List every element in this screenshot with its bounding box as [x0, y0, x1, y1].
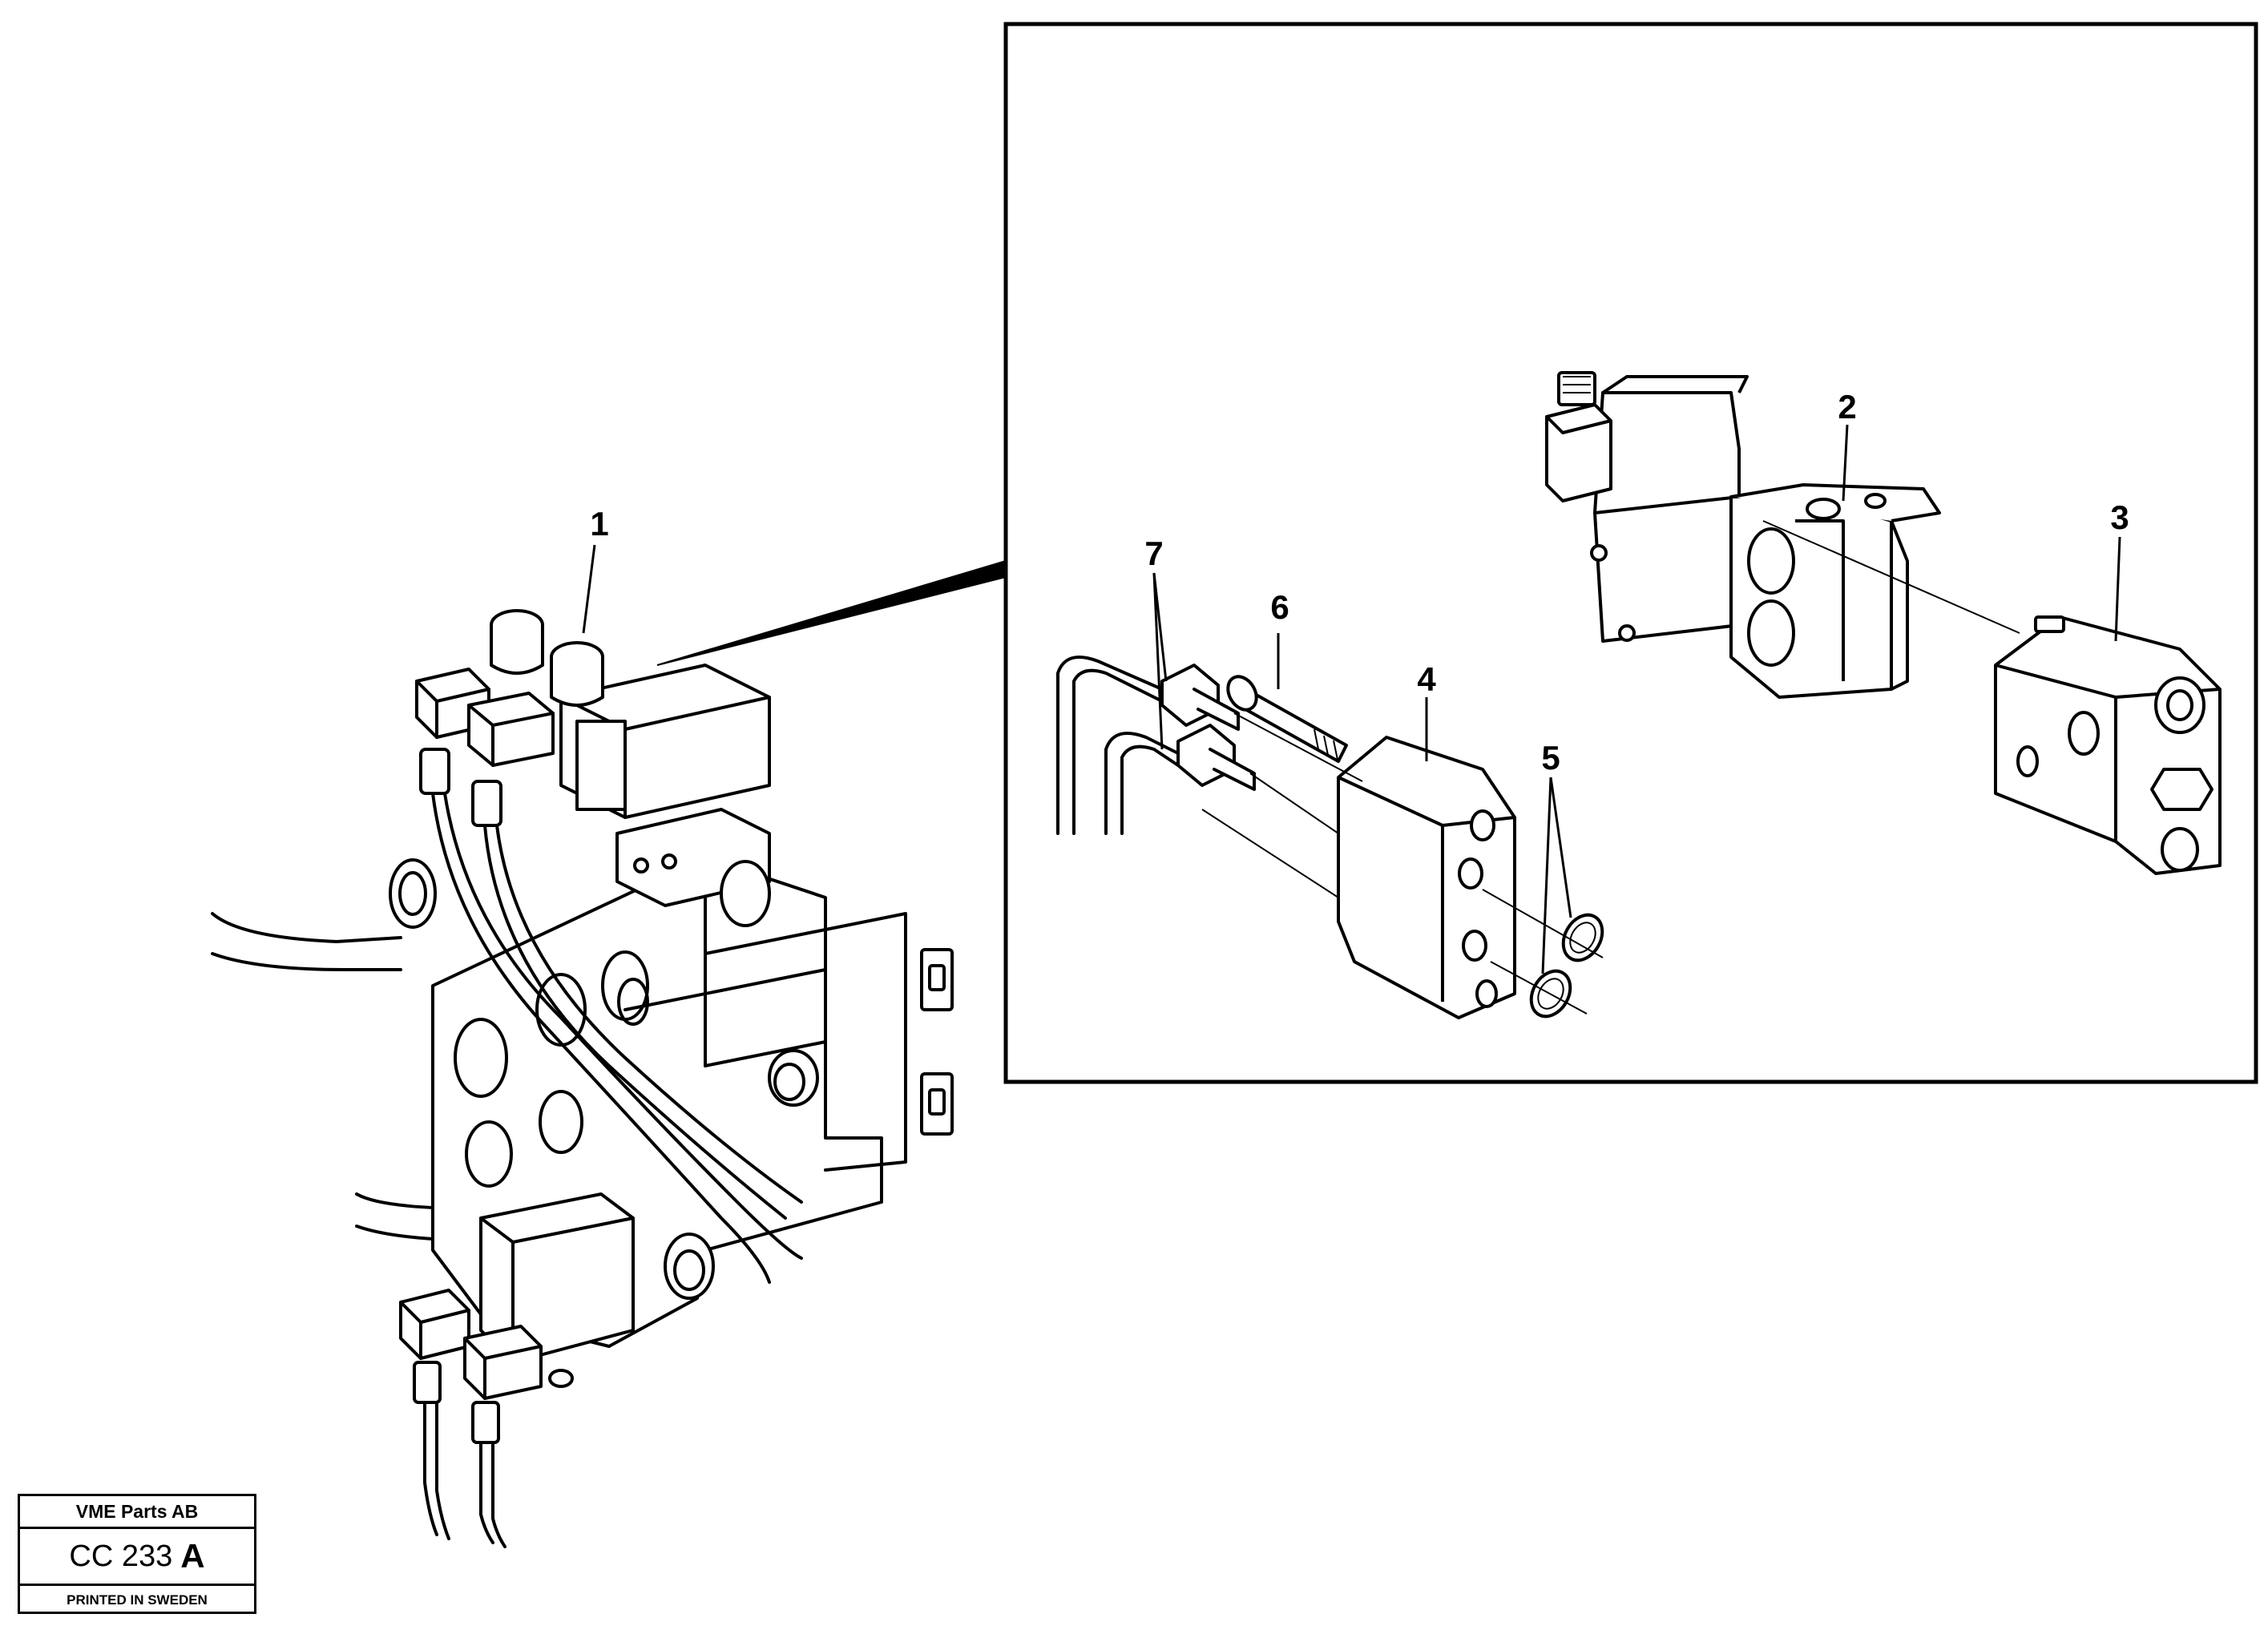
stamp-revision: A	[180, 1537, 205, 1575]
callout-6: 6	[1270, 588, 1289, 626]
assembly-lines	[1201, 520, 2020, 1015]
stamp-printed: PRINTED IN SWEDEN	[67, 1592, 208, 1608]
callout-3: 3	[2110, 498, 2129, 536]
callout-7: 7	[1144, 535, 1163, 572]
callout-5: 5	[1541, 739, 1560, 777]
stamp-code: CC 233	[69, 1539, 173, 1573]
detail-pointer	[656, 559, 1007, 666]
valve-block-assembly	[211, 609, 954, 1548]
part-6-bolt	[1226, 675, 1348, 763]
part-2-solenoid-valve	[1545, 371, 1941, 699]
stamp-company: VME Parts AB	[20, 1496, 254, 1529]
detail-frame	[1003, 22, 2258, 1084]
part-4-adapter-plate	[1337, 736, 1516, 1019]
callout-leaders	[582, 424, 2121, 974]
callout-1: 1	[590, 505, 608, 543]
part-7-pipe-fittings	[1056, 656, 1256, 835]
callout-2: 2	[1838, 388, 1856, 426]
part-5-o-rings	[1529, 913, 1604, 1019]
part-3-end-block	[1994, 615, 2222, 875]
title-stamp: VME Parts AB CC 233 A PRINTED IN SWEDEN	[18, 1494, 256, 1614]
stamp-code-row: CC 233 A	[20, 1529, 254, 1586]
callout-4: 4	[1417, 660, 1436, 698]
